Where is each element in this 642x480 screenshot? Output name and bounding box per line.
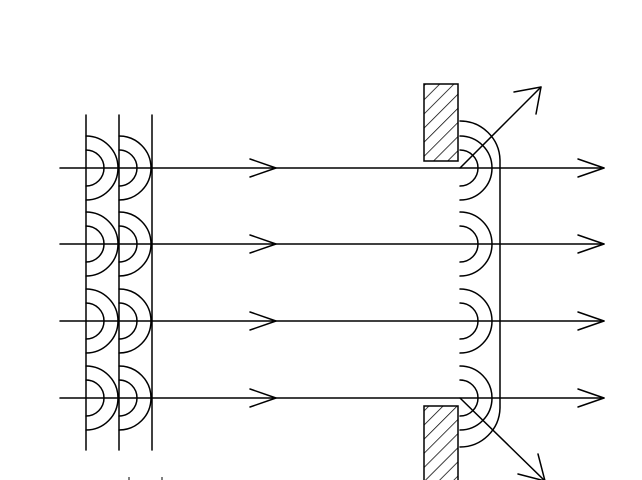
diverging-ray-up	[459, 86, 542, 169]
end-arrowheads	[577, 158, 605, 408]
wavelet-arc	[459, 365, 493, 431]
arrowhead	[249, 311, 277, 331]
wavelet-arc	[459, 149, 479, 187]
arrowhead	[249, 234, 277, 254]
arrowhead	[577, 158, 605, 178]
arrowhead	[577, 388, 605, 408]
wavelet-arc	[459, 302, 479, 340]
diverging-rays	[459, 86, 546, 480]
arrowhead	[249, 158, 277, 178]
rays	[59, 167, 605, 399]
wavelet-arc	[459, 379, 479, 417]
wavelet-arc	[459, 135, 493, 201]
aperture-barriers	[423, 83, 459, 480]
arrowhead	[517, 453, 546, 480]
wavelet-arc	[459, 288, 493, 354]
mid-arrowheads	[249, 158, 277, 408]
arrowhead	[577, 234, 605, 254]
aperture-wavelets	[459, 135, 493, 431]
outgoing-envelope	[459, 120, 501, 448]
barrier-top	[423, 83, 459, 162]
arrowhead	[249, 388, 277, 408]
diverging-ray-down	[459, 397, 546, 480]
incoming-wavefronts	[85, 114, 153, 451]
wavelet-arc	[459, 211, 493, 277]
arrowhead	[513, 86, 542, 115]
barrier-bottom	[423, 405, 459, 480]
arrowhead	[577, 311, 605, 331]
wavelet-arc	[459, 225, 479, 263]
